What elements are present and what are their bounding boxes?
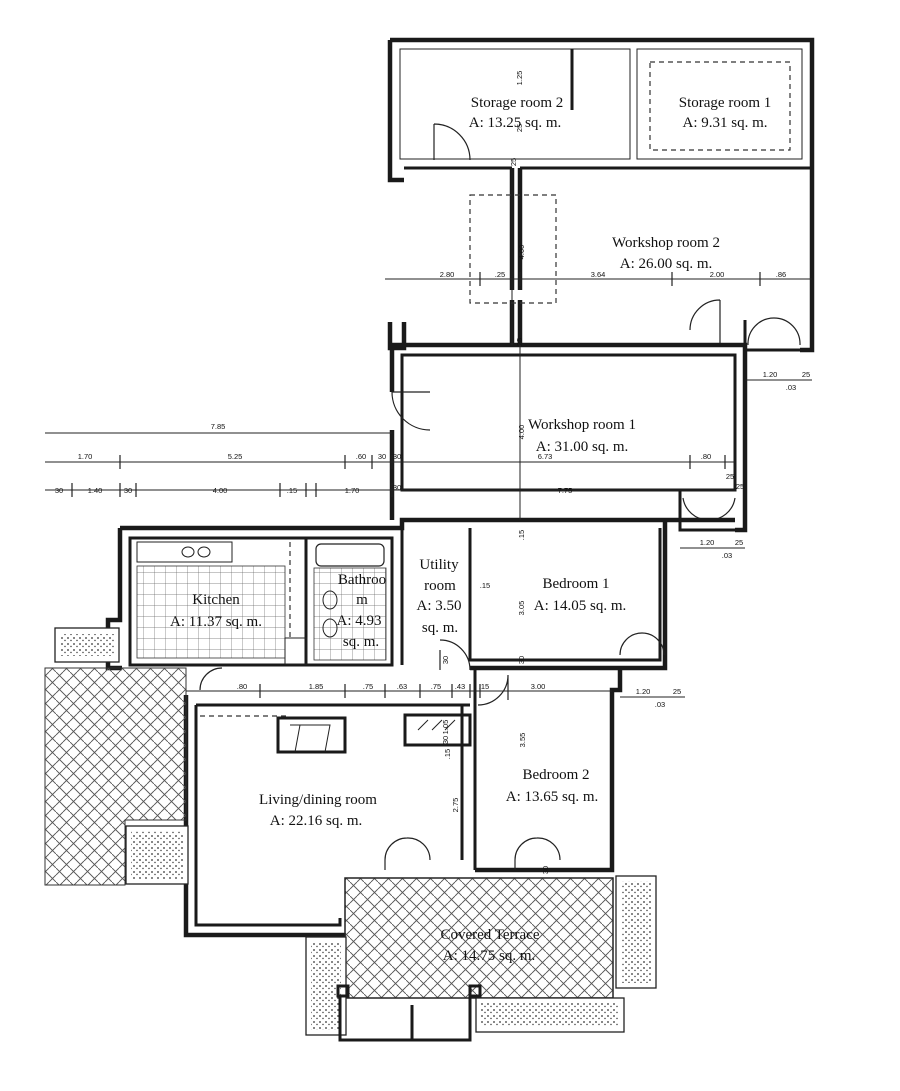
dim-label: 30 bbox=[378, 452, 386, 461]
dim-label: 30 bbox=[517, 656, 526, 664]
dim-label: .80 bbox=[701, 452, 711, 461]
dim-label: .03 bbox=[722, 551, 732, 560]
dim-label: 1.20 bbox=[636, 687, 651, 696]
dim-label: 4.00 bbox=[517, 425, 526, 440]
bathroom-area: A: 4.93 bbox=[337, 613, 382, 629]
dim-label: 25 bbox=[515, 124, 524, 132]
dim-label: .60 bbox=[356, 452, 366, 461]
storage-room-2-area: A: 13.25 sq. m. bbox=[469, 115, 562, 131]
dim-label: 25 bbox=[736, 482, 744, 491]
dim-label: 1.85 bbox=[309, 682, 324, 691]
kitchen-area: A: 11.37 sq. m. bbox=[170, 614, 262, 630]
utility-room-name-2: room bbox=[424, 578, 456, 594]
dim-label: .86 bbox=[776, 270, 786, 279]
dim-label: .15 bbox=[479, 682, 489, 691]
dim-label: .75 bbox=[431, 682, 441, 691]
dim-label: 3.55 bbox=[518, 733, 527, 748]
dim-label: 4.00 bbox=[213, 486, 228, 495]
bathroom-area-2: sq. m. bbox=[343, 634, 379, 650]
workshop-room-1-name: Workshop room 1 bbox=[528, 417, 636, 433]
kitchen-name: Kitchen bbox=[192, 592, 240, 608]
dim-label: 30 bbox=[124, 486, 132, 495]
workshop-room-2 bbox=[387, 168, 815, 365]
bathroom-name-2: m bbox=[356, 592, 368, 608]
dim-label: 1.20 bbox=[700, 538, 715, 547]
workshop-room-2-name: Workshop room 2 bbox=[612, 235, 720, 251]
dim-label: 1.70 bbox=[345, 486, 360, 495]
dim-label: .75 bbox=[363, 682, 373, 691]
dim-label: 30 bbox=[393, 452, 401, 461]
dim-label: .15 bbox=[517, 530, 526, 540]
utility-room-area-2: sq. m. bbox=[422, 620, 458, 636]
storage-room-1-name: Storage room 1 bbox=[679, 95, 771, 111]
storage-room-2-name: Storage room 2 bbox=[471, 95, 563, 111]
dim-label: .03 bbox=[655, 700, 665, 709]
covered-terrace-area: A: 14.75 sq. m. bbox=[443, 948, 536, 964]
dim-label: 5.25 bbox=[228, 452, 243, 461]
storage-room-1-area: A: 9.31 sq. m. bbox=[682, 115, 767, 131]
house-block bbox=[105, 517, 735, 938]
dim-label: 1.25 bbox=[515, 71, 524, 86]
living-room-name: Living/dining room bbox=[259, 792, 377, 808]
dim-label: 6.73 bbox=[538, 452, 553, 461]
storage-block bbox=[387, 37, 815, 183]
covered-terrace-name: Covered Terrace bbox=[440, 927, 539, 943]
workshop-room-2-area: A: 26.00 sq. m. bbox=[620, 256, 713, 272]
bedroom-2-name: Bedroom 2 bbox=[522, 767, 589, 783]
dim-label: 1.40 bbox=[88, 486, 103, 495]
bathroom-name: Bathroo bbox=[338, 572, 386, 588]
dim-label: 25 bbox=[735, 538, 743, 547]
dim-label: 25 bbox=[802, 370, 810, 379]
dim-label: 30 bbox=[393, 483, 401, 492]
room-labels: Storage room 2 A: 13.25 sq. m. Storage r… bbox=[170, 95, 771, 964]
dim-label: .15 bbox=[480, 581, 490, 590]
dim-label: 25 bbox=[515, 338, 524, 346]
dim-label: .25 bbox=[495, 270, 505, 279]
dim-label: 25 bbox=[509, 158, 518, 166]
living-room-area: A: 22.16 sq. m. bbox=[270, 813, 363, 829]
bedroom-2-area: A: 13.65 sq. m. bbox=[506, 789, 599, 805]
dim-label: 7.85 bbox=[211, 422, 226, 431]
dim-label: 2.80 bbox=[440, 270, 455, 279]
dim-label: 3.00 bbox=[531, 682, 546, 691]
dim-label: 1.20 bbox=[763, 370, 778, 379]
dim-label: 3.05 bbox=[517, 601, 526, 616]
dim-label: .03 bbox=[786, 383, 796, 392]
dim-label: 2.75 bbox=[451, 798, 460, 813]
dim-label: 4.00 bbox=[517, 245, 526, 260]
dim-label: 2.00 bbox=[710, 270, 725, 279]
dim-label: .15 bbox=[287, 486, 297, 495]
utility-room-area: A: 3.50 bbox=[417, 598, 462, 614]
dim-label: 30 bbox=[441, 736, 450, 744]
dim-label: 1.70 bbox=[78, 452, 93, 461]
dim-label: .63 bbox=[397, 682, 407, 691]
dim-label: 1.05 bbox=[441, 720, 450, 735]
dim-label: .15 bbox=[443, 749, 452, 759]
utility-room-name: Utility bbox=[419, 557, 459, 573]
dim-label: 25 bbox=[673, 687, 681, 696]
dim-label: 25 bbox=[726, 472, 734, 481]
dim-label: 3.64 bbox=[591, 270, 606, 279]
bedroom-1-area: A: 14.05 sq. m. bbox=[534, 598, 627, 614]
bedroom-1-name: Bedroom 1 bbox=[542, 576, 609, 592]
dim-label: .43 bbox=[455, 682, 465, 691]
dim-label: 7.75 bbox=[558, 486, 573, 495]
workshop-room-1-area: A: 31.00 sq. m. bbox=[536, 439, 629, 455]
paving bbox=[44, 627, 657, 1042]
dim-label: 30 bbox=[541, 866, 550, 874]
dimension-lines bbox=[45, 168, 812, 698]
dimension-labels: 7.85 1.70 5.25 .60 30 30 6.73 .80 30 1.4… bbox=[55, 71, 810, 874]
workshop-room-1 bbox=[389, 342, 748, 533]
dim-label: .80 bbox=[237, 682, 247, 691]
dim-label: 30 bbox=[441, 656, 450, 664]
dim-label: 30 bbox=[55, 486, 63, 495]
